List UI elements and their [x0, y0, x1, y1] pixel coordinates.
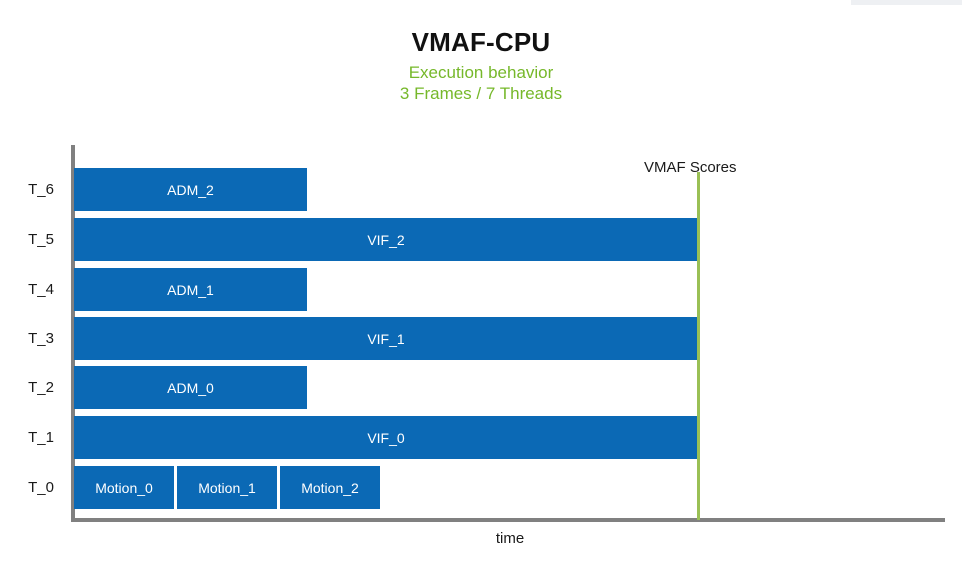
page-title: VMAF-CPU	[411, 27, 551, 57]
thread-row: T_2 ADM_0	[0, 366, 962, 409]
thread-label-t_5: T_5	[28, 231, 54, 248]
task-bar-adm_0[interactable]: ADM_0	[74, 366, 307, 409]
task-bar-vif_2[interactable]: VIF_2	[74, 218, 698, 261]
vmaf-scores-marker-line	[697, 172, 700, 520]
thread-label-t_4: T_4	[28, 281, 54, 298]
thread-label-t_0: T_0	[28, 479, 54, 496]
subtitle-line-2: 3 Frames / 7 Threads	[399, 84, 563, 103]
thread-row: T_4 ADM_1	[0, 268, 962, 311]
thread-row: T_5 VIF_2	[0, 218, 962, 261]
task-bar-vif_0[interactable]: VIF_0	[74, 416, 698, 459]
page-subtitle: Execution behavior 3 Frames / 7 Threads	[0, 62, 962, 104]
vmaf-scores-label: VMAF Scores	[644, 159, 737, 176]
thread-row: T_3 VIF_1	[0, 317, 962, 360]
subtitle-line-1: Execution behavior	[408, 63, 554, 82]
task-bar-vif_1[interactable]: VIF_1	[74, 317, 698, 360]
y-axis-line	[71, 145, 75, 520]
task-bar-adm_1[interactable]: ADM_1	[74, 268, 307, 311]
task-bar-motion_0[interactable]: Motion_0	[74, 466, 174, 509]
top-edge-strip	[851, 0, 962, 5]
thread-label-t_6: T_6	[28, 181, 54, 198]
thread-row: T_6 ADM_2	[0, 168, 962, 211]
thread-label-t_1: T_1	[28, 429, 54, 446]
x-axis-label: time	[495, 530, 525, 547]
task-bar-adm_2[interactable]: ADM_2	[74, 168, 307, 211]
task-bar-motion_2[interactable]: Motion_2	[280, 466, 380, 509]
thread-label-t_3: T_3	[28, 330, 54, 347]
task-bar-motion_1[interactable]: Motion_1	[177, 466, 277, 509]
x-axis-line	[71, 518, 945, 522]
thread-label-t_2: T_2	[28, 379, 54, 396]
thread-row: T_1 VIF_0	[0, 416, 962, 459]
